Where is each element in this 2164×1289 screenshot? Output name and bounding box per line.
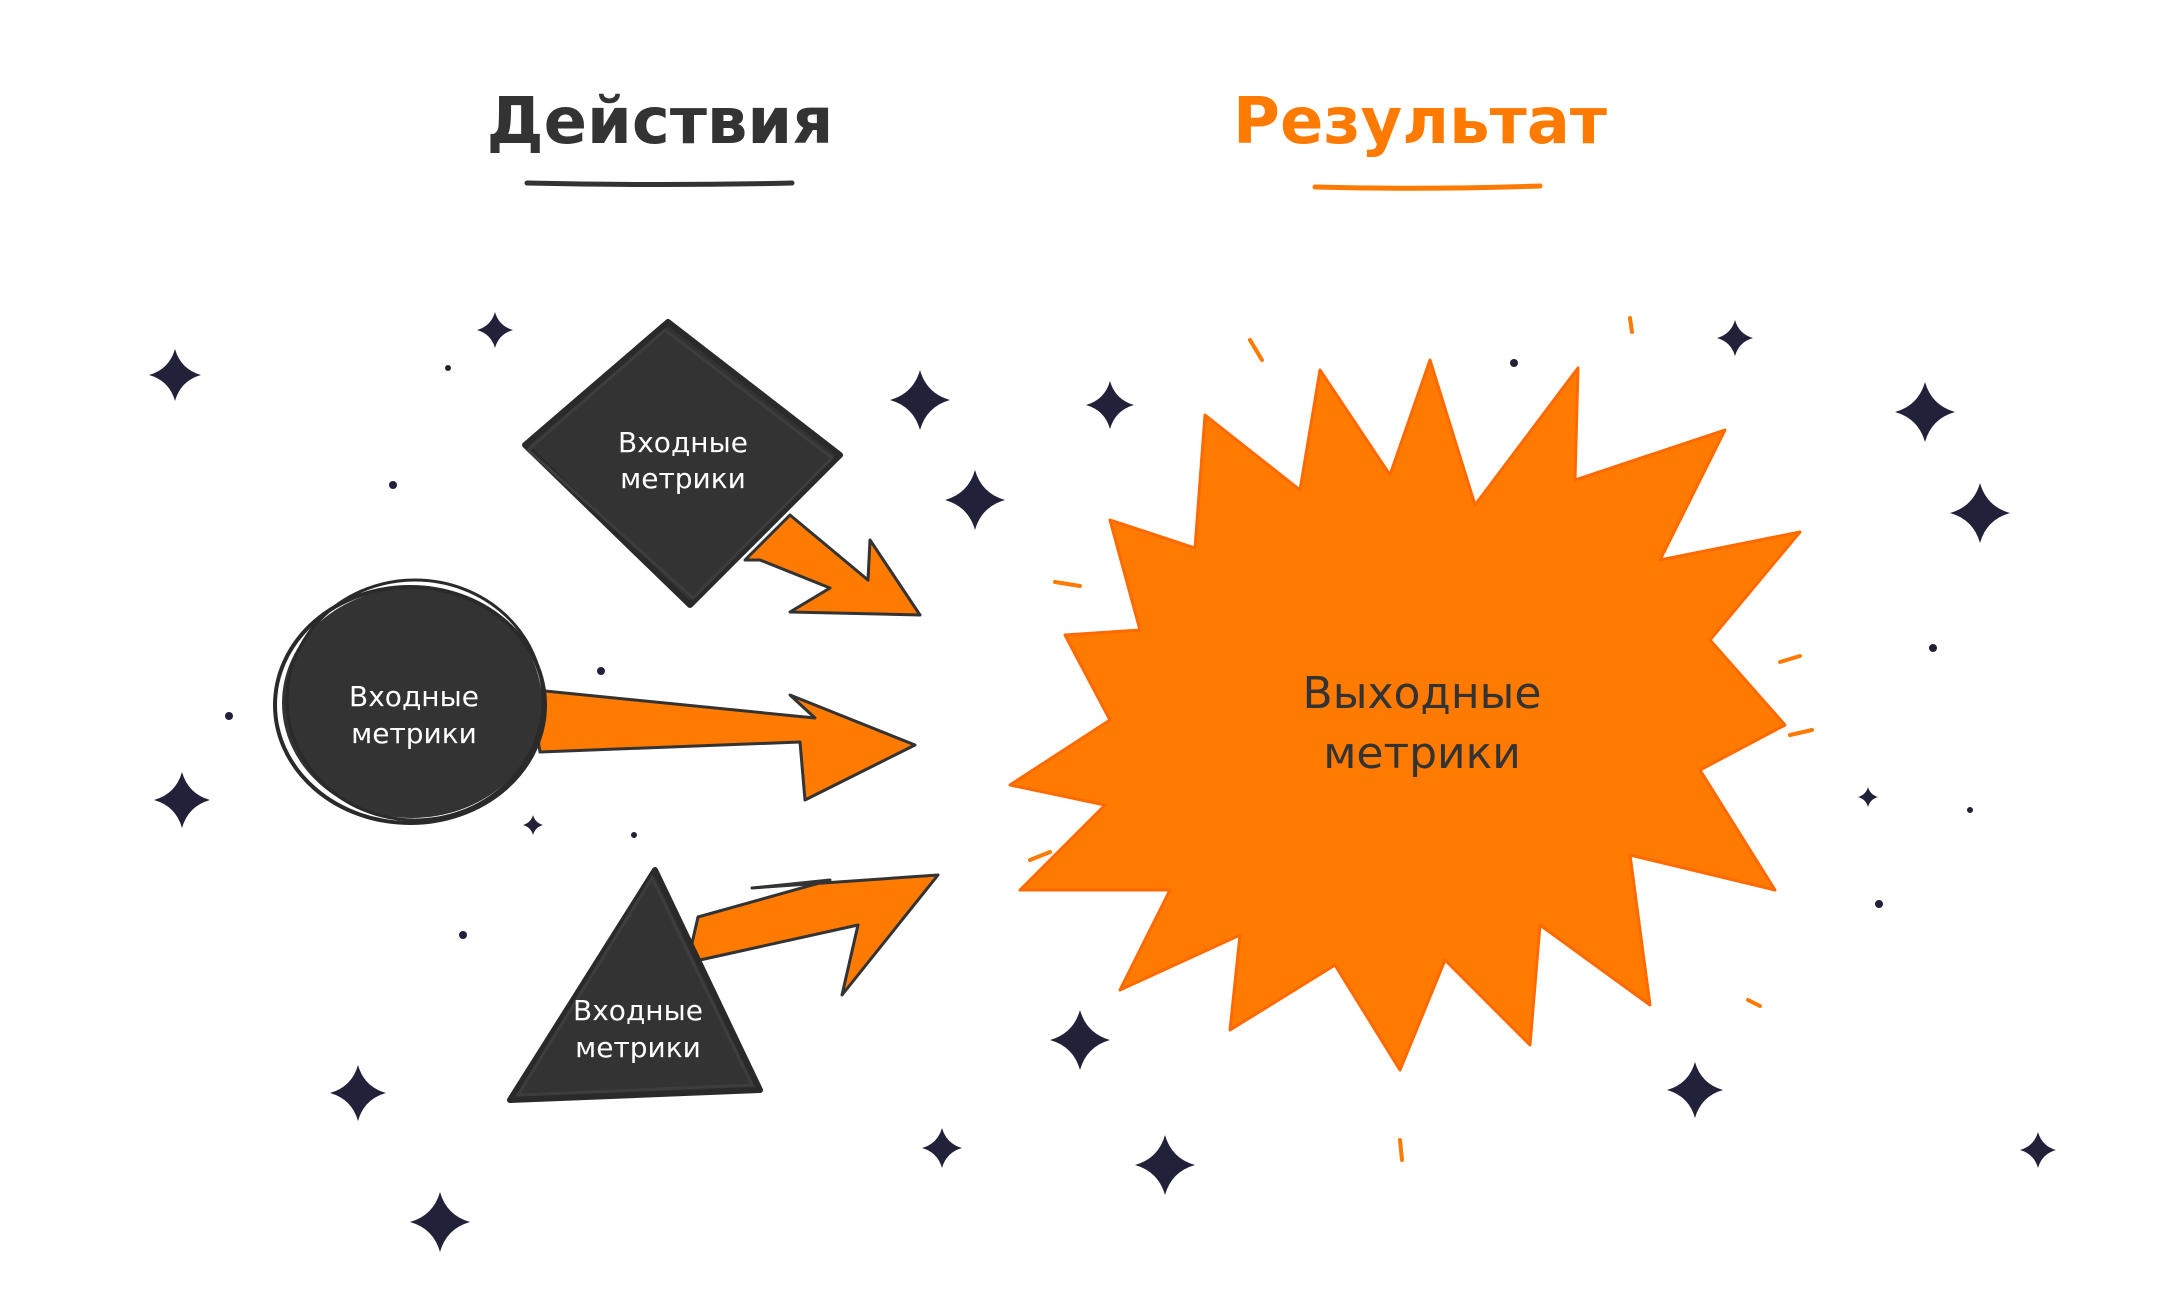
arrow-top — [743, 513, 922, 617]
sparkle-icon — [1895, 382, 1955, 442]
sparkle-icon — [1717, 320, 1753, 356]
dots-layer — [225, 359, 1973, 939]
diamond-label-line2: метрики — [620, 462, 746, 495]
arrow-middle — [528, 688, 917, 802]
triangle-label-line2: метрики — [575, 1031, 701, 1064]
sparkle-icon — [1858, 787, 1878, 807]
burst-label-line2: метрики — [1323, 728, 1521, 779]
sparkle-icon — [1667, 1062, 1723, 1118]
sparkle-icon — [1050, 1010, 1110, 1070]
heading-result-underline — [1312, 183, 1543, 191]
triangle-label-line1: Входные — [573, 994, 703, 1027]
heading-actions-underline — [524, 180, 795, 187]
sparkle-icon — [890, 370, 950, 430]
sparkle-icon — [922, 1128, 962, 1168]
arrow-bottom — [688, 873, 940, 997]
diamond-label-line1: Входные — [618, 426, 748, 459]
sparkle-icon — [2020, 1132, 2056, 1168]
diamond-node: Входные метрики — [522, 319, 843, 608]
burst-label-line1: Выходные — [1303, 668, 1542, 719]
sparkle-icon — [154, 772, 210, 828]
triangle-node: Входные метрики — [507, 867, 763, 1103]
sparkle-icon — [149, 349, 201, 401]
heading-result: Результат — [1233, 85, 1607, 159]
circle-label-line2: метрики — [351, 717, 477, 750]
sparkle-icon — [1086, 381, 1134, 429]
sparkle-icon — [1950, 483, 2010, 543]
sparkle-icon — [477, 312, 513, 348]
sparkle-icon — [523, 815, 543, 835]
sparkle-icon — [410, 1192, 470, 1252]
circle-node: Входные метрики — [273, 578, 547, 825]
output-burst: Выходные метрики — [1008, 358, 1802, 1072]
burst-flecks — [1028, 316, 1814, 1162]
sparkle-icon — [945, 470, 1005, 530]
circle-label-line1: Входные — [349, 680, 479, 713]
stars-layer — [149, 312, 2056, 1252]
sparkle-icon — [1135, 1135, 1195, 1195]
heading-actions: Действия — [487, 85, 834, 159]
sparkle-icon — [330, 1065, 386, 1121]
